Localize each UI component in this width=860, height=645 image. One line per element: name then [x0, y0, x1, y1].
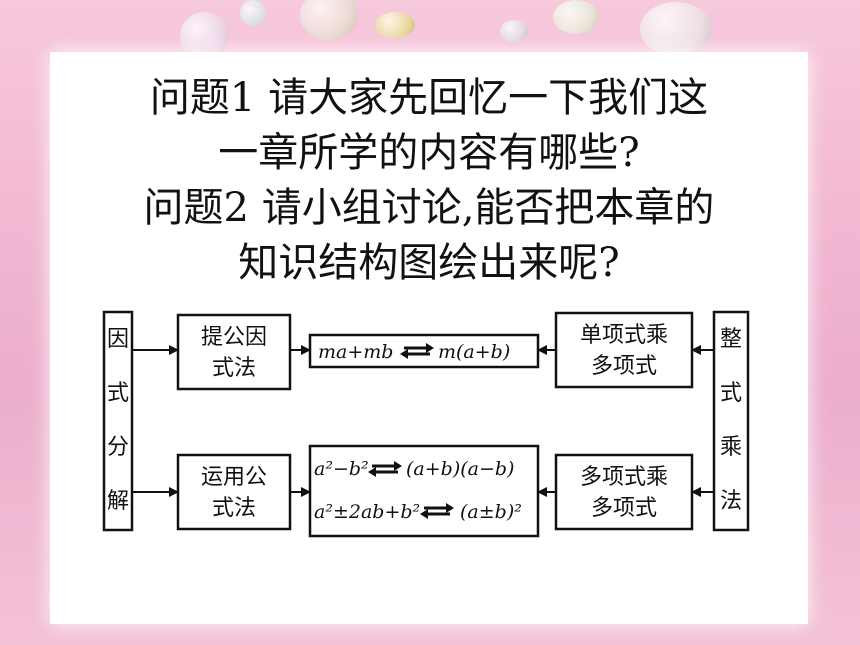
- connector-lines: [128, 345, 714, 497]
- decorative-bubble: [240, 0, 266, 26]
- monomial-times-polynomial-box: [554, 311, 694, 389]
- factorization-char: 因: [107, 327, 129, 352]
- formula-method-line-1: 运用公: [201, 465, 267, 490]
- distributive-formula-box: [308, 333, 540, 369]
- question-1-line-2: 一章所学的内容有哪些?: [218, 130, 640, 176]
- multiplication-char: 法: [720, 489, 742, 514]
- common-factor-method-box: [176, 313, 292, 391]
- poly-poly-line-1: 多项式乘: [580, 465, 668, 490]
- formula-3-right: (a±b)²: [460, 501, 522, 523]
- multiplication-char: 式: [720, 381, 742, 406]
- decorative-bubble: [640, 2, 712, 56]
- common-factor-line-1: 提公因: [201, 325, 267, 350]
- formula-3-left: a²±2ab+b²: [314, 501, 420, 523]
- formula-1-right: m(a+b): [438, 341, 510, 363]
- equivalence-arrow-icon: [420, 503, 454, 519]
- special-products-formula-box: [308, 444, 540, 538]
- polynomial-multiplication-column-box: [712, 310, 750, 532]
- factorization-column-box: [102, 310, 134, 532]
- polynomial-times-polynomial-box: [554, 453, 694, 531]
- factorization-char: 式: [107, 381, 129, 406]
- decorative-bubble: [375, 12, 415, 38]
- formula-method-line-2: 式法: [212, 496, 256, 521]
- question-1-line-1: 问题1 请大家先回忆一下我们这: [149, 75, 709, 121]
- question-2-line-1: 问题2 请小组讨论,能否把本章的: [143, 185, 715, 231]
- formula-2-right: (a+b)(a−b): [406, 458, 514, 480]
- poly-poly-line-2: 多项式: [591, 496, 657, 521]
- factorization-char: 分: [107, 435, 129, 460]
- question-2-line-2: 知识结构图绘出来呢?: [238, 240, 620, 286]
- formula-2-left: a²−b²: [314, 458, 369, 480]
- mono-poly-line-1: 单项式乘: [580, 323, 668, 348]
- common-factor-line-2: 式法: [212, 356, 256, 381]
- multiplication-char: 乘: [720, 435, 742, 460]
- equivalence-arrow-icon: [400, 343, 434, 359]
- equivalence-arrow-icon: [368, 461, 402, 477]
- multiplication-char: 整: [720, 327, 742, 352]
- decorative-bubble: [300, 0, 358, 40]
- formula-method-box: [176, 453, 292, 531]
- decorative-bubble: [500, 20, 528, 42]
- factorization-char: 解: [107, 489, 129, 514]
- formula-1-left: ma+mb: [318, 341, 393, 363]
- decorative-bubble: [553, 0, 599, 34]
- mono-poly-line-2: 多项式: [591, 354, 657, 379]
